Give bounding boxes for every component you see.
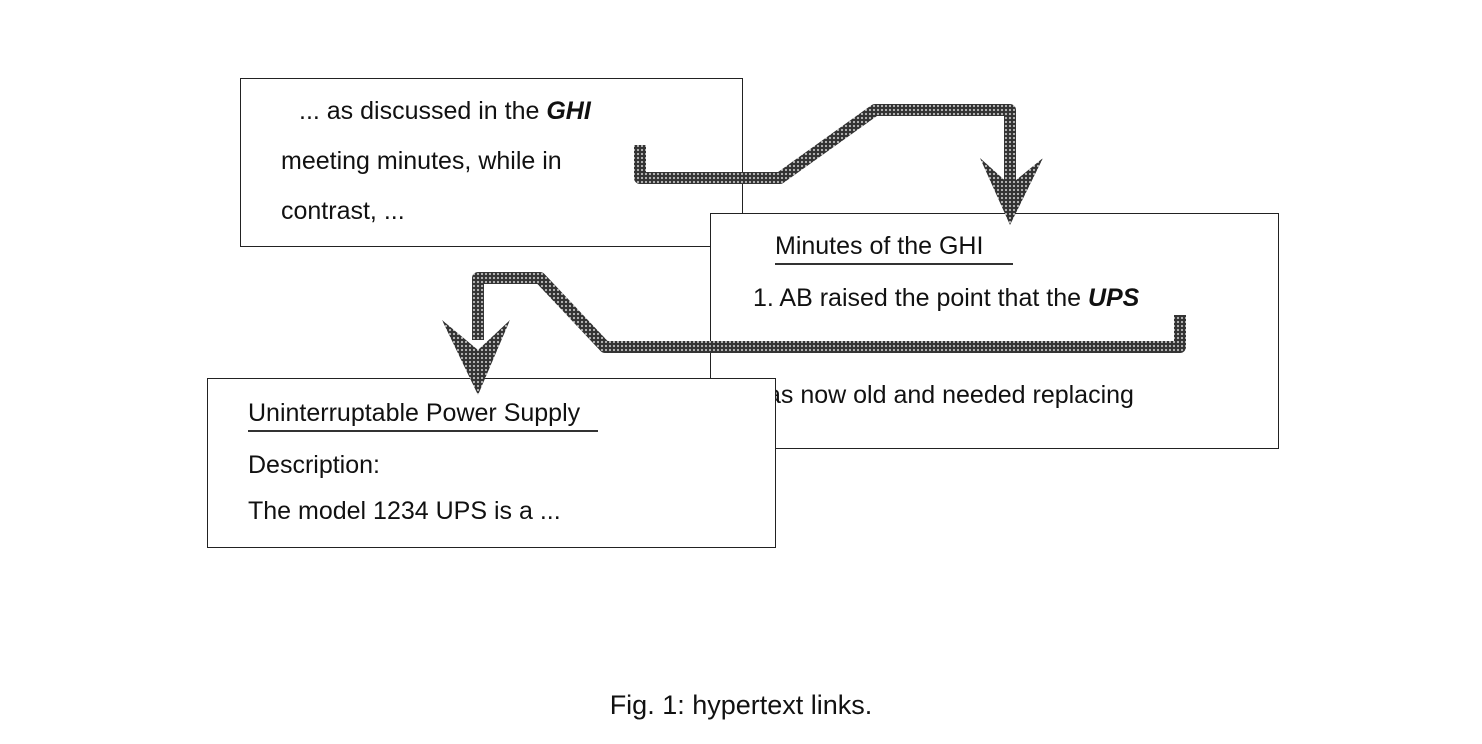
doc3-line2: The model 1234 UPS is a ... (248, 497, 561, 525)
doc1-line3: contrast, ... (281, 197, 405, 225)
link-ghi[interactable]: GHI (546, 97, 591, 125)
document-box-source: ... as discussed in the GHI meeting minu… (240, 78, 743, 247)
doc1-line1: ... as discussed in the GHI (299, 97, 591, 126)
doc2-line2: as now old and needed replacing (767, 381, 1134, 409)
doc1-text: ... as discussed in the (299, 97, 547, 125)
link-ups[interactable]: UPS (1087, 284, 1140, 312)
document-box-ups: Uninterruptable Power Supply Description… (207, 378, 776, 548)
arrow-ups-to-description (442, 272, 1186, 395)
doc2-text: 1. AB raised the point that the (753, 284, 1088, 312)
doc2-line1: 1. AB raised the point that the UPS (753, 284, 1139, 313)
doc3-title: Uninterruptable Power Supply (248, 399, 599, 432)
doc3-line1: Description: (248, 451, 380, 479)
arrow-ghi-to-minutes (634, 104, 1043, 225)
doc1-line2: meeting minutes, while in (281, 147, 562, 175)
figure-caption: Fig. 1: hypertext links. (609, 690, 873, 720)
doc2-title: Minutes of the GHI (775, 232, 1014, 265)
